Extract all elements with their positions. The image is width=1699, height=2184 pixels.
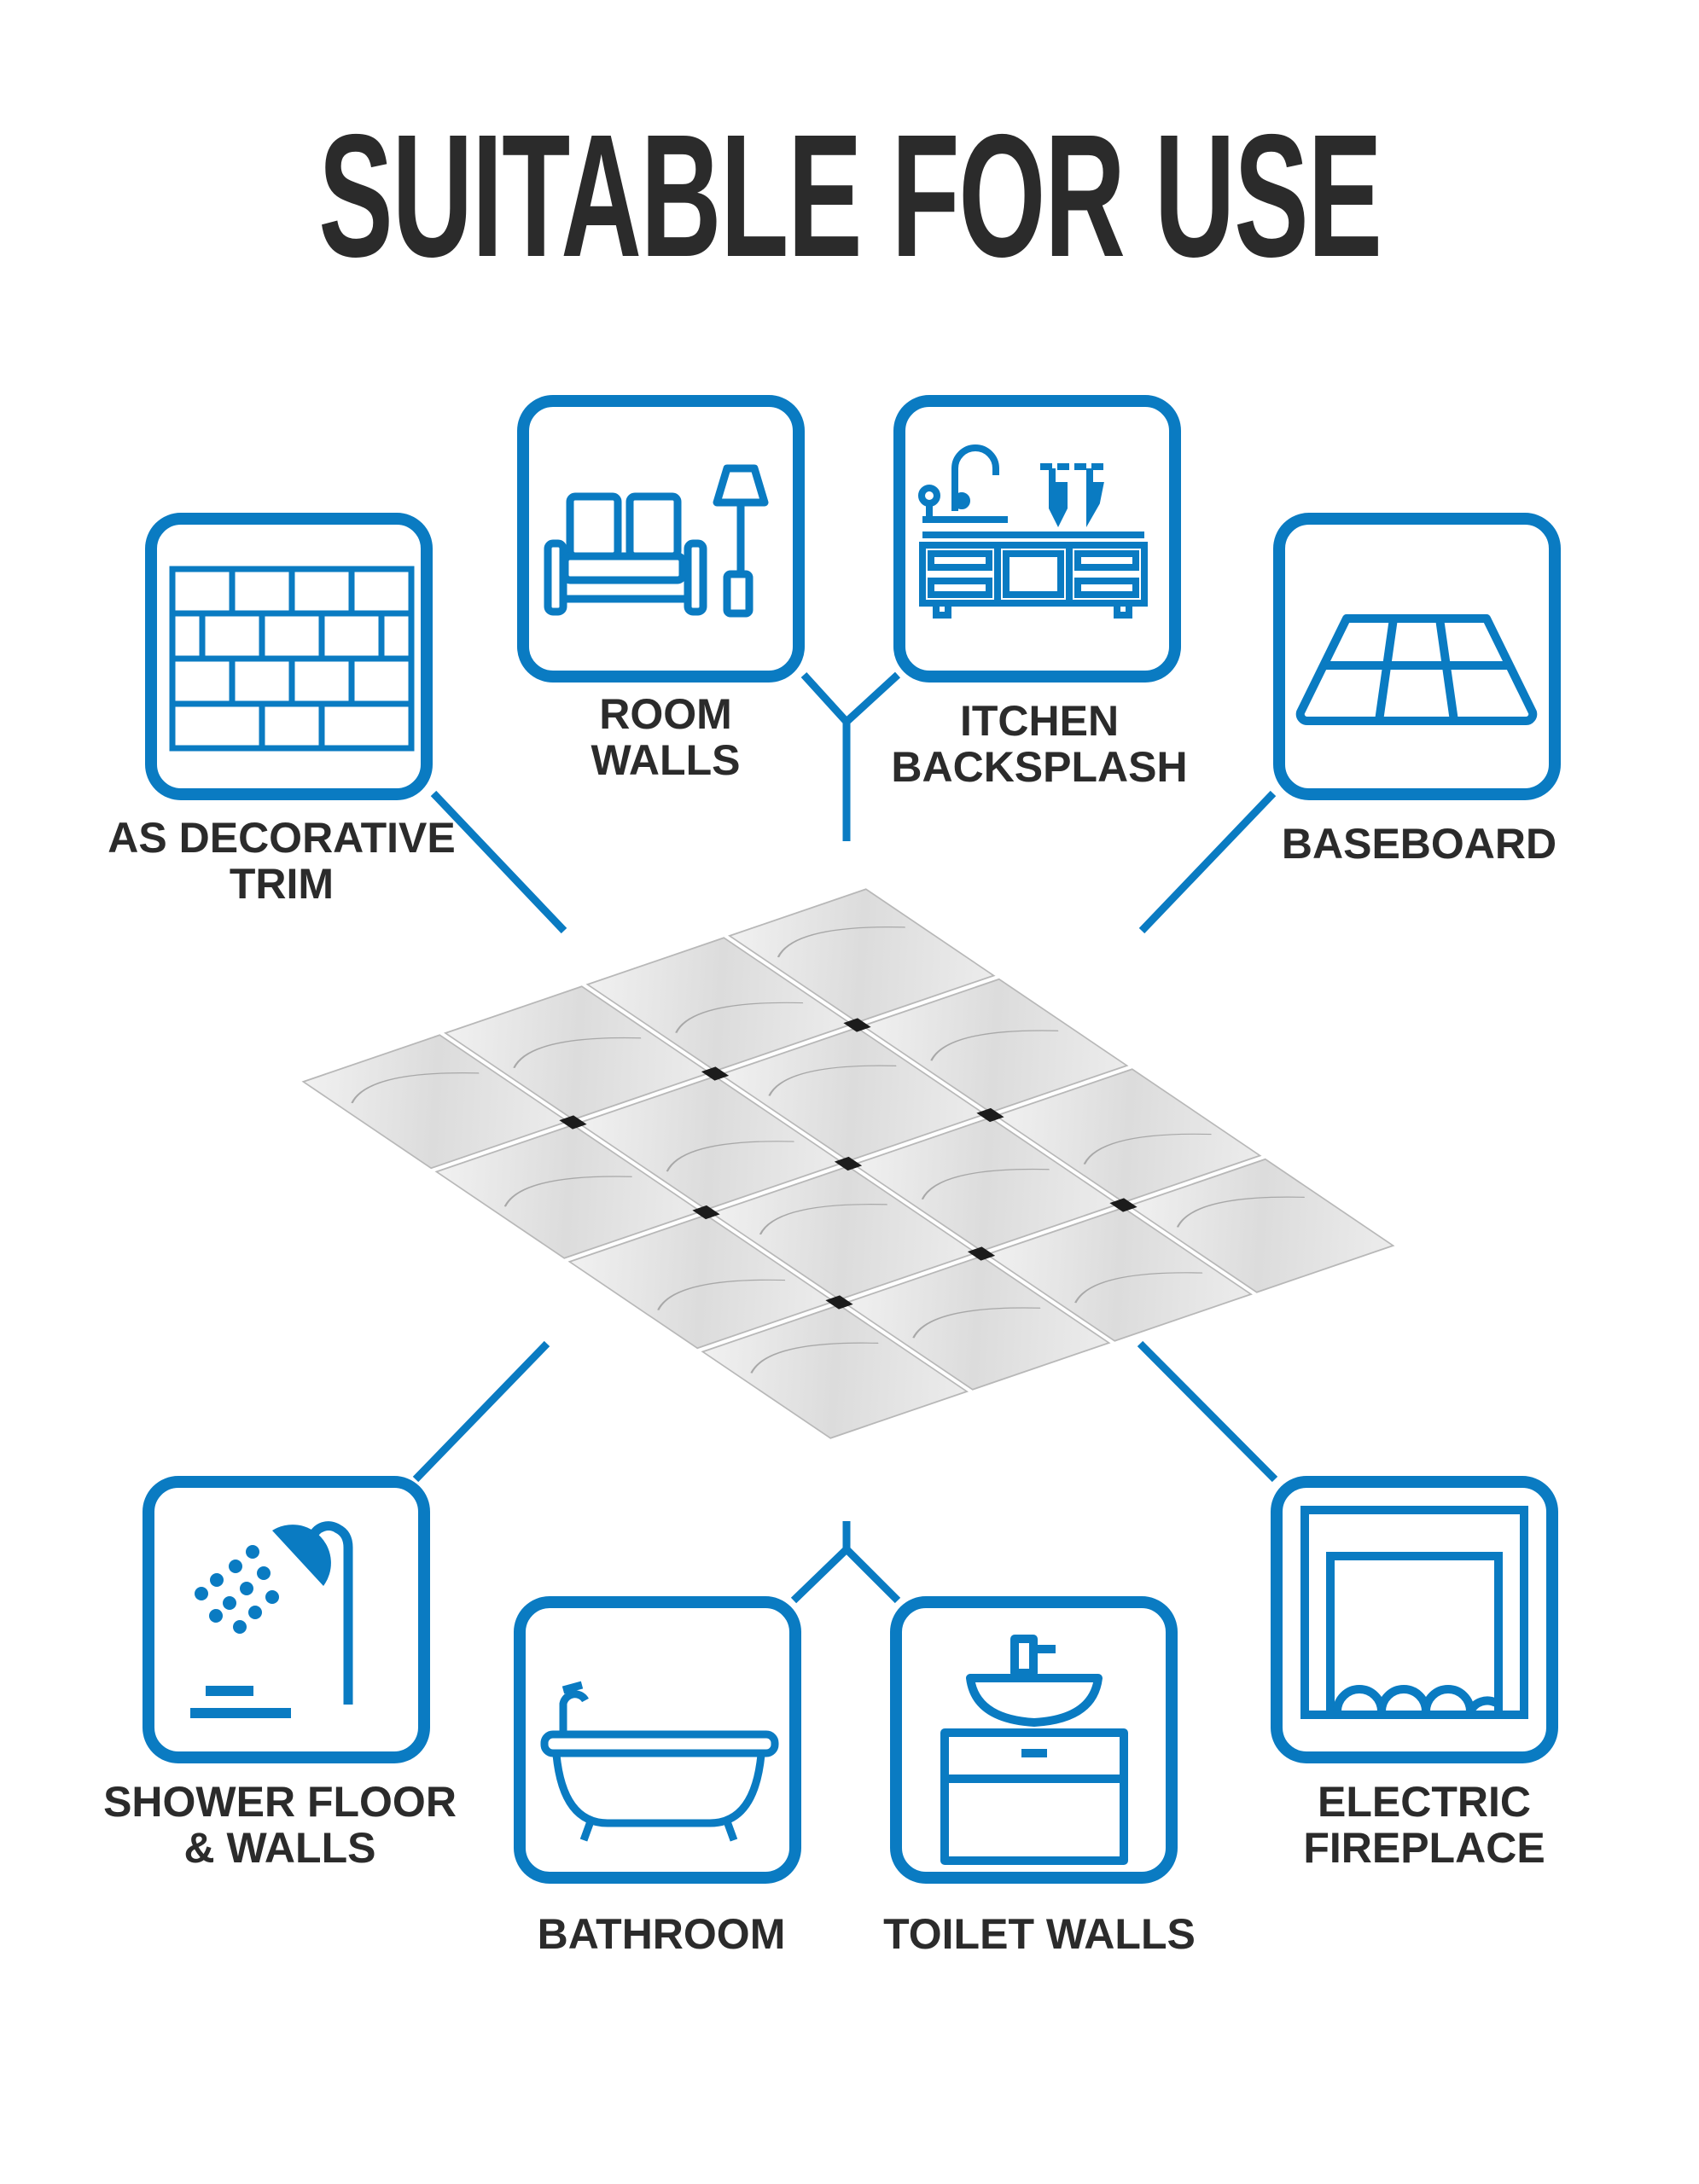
sink-vanity-icon: [940, 1635, 1128, 1865]
marble-vein: [930, 1030, 1059, 1061]
kitchen-backsplash-card: [893, 395, 1181, 682]
black-dot-insert: [976, 1107, 1004, 1123]
label-shower: SHOWER FLOOR& WALLS: [103, 1778, 457, 1872]
label-toilet-walls: TOILET WALLS: [883, 1910, 1196, 1958]
page-title: SUITABLE FOR USE: [317, 98, 1382, 293]
floor-tiles-icon: [1295, 614, 1538, 725]
marble-vein: [675, 1002, 804, 1033]
fireplace-icon: [1300, 1506, 1528, 1719]
decorative-trim-card: [145, 513, 433, 800]
baseboard-card: [1273, 513, 1561, 800]
marble-tile: [852, 1117, 1120, 1252]
marble-tile: [1127, 1158, 1395, 1293]
marble-tile: [577, 1075, 845, 1211]
connector-baseboard: [1138, 790, 1277, 934]
marble-vein: [1083, 1133, 1212, 1165]
connector-bottom-fork: [790, 1543, 901, 1604]
marble-tile: [843, 1255, 1111, 1391]
sofa-lamp-icon: [544, 464, 769, 618]
electric-fireplace-card: [1271, 1476, 1558, 1763]
connector-trim: [430, 790, 567, 934]
marble-vein: [912, 1307, 1041, 1339]
marble-tile: [567, 1214, 835, 1350]
marble-vein: [657, 1279, 786, 1310]
black-dot-insert: [701, 1066, 730, 1081]
marble-vein: [768, 1065, 897, 1096]
marble-tile: [861, 978, 1129, 1113]
black-dot-insert: [825, 1295, 853, 1310]
marble-vein: [777, 926, 905, 958]
black-dot-insert: [843, 1018, 871, 1032]
shower-icon: [190, 1521, 353, 1718]
marble-tile: [301, 1034, 569, 1170]
toilet-walls-card: [890, 1596, 1178, 1884]
marble-vein: [1176, 1196, 1305, 1228]
label-bathroom: BATHROOM: [537, 1910, 786, 1958]
marble-vein: [351, 1072, 480, 1104]
black-dot-insert: [834, 1156, 863, 1171]
marble-tile: [585, 937, 853, 1072]
black-dot-insert: [692, 1205, 720, 1220]
bathroom-card: [514, 1596, 801, 1884]
label-baseboard: BASEBOARD: [1281, 820, 1557, 868]
marble-tile: [710, 1165, 978, 1301]
marble-vein: [921, 1168, 1050, 1200]
marble-tile: [444, 985, 712, 1121]
marble-tile: [719, 1026, 986, 1162]
marble-tile: [434, 1124, 702, 1259]
marble-tile: [701, 1304, 969, 1439]
brick-wall-icon: [169, 566, 415, 752]
kitchen-counter-icon: [918, 444, 1148, 619]
marble-vein: [1074, 1272, 1203, 1304]
marble-vein: [759, 1204, 887, 1235]
bathtub-icon: [540, 1681, 779, 1842]
black-dot-insert: [967, 1246, 996, 1261]
black-dot-insert: [559, 1115, 587, 1130]
shower-card: [143, 1476, 430, 1763]
marble-vein: [513, 1037, 642, 1069]
marble-tile: [985, 1206, 1253, 1342]
black-dot-insert: [1109, 1198, 1138, 1212]
connector-fireplace: [1137, 1340, 1278, 1483]
room-walls-card: [517, 395, 805, 682]
marble-tile: [994, 1068, 1262, 1204]
marble-vein: [750, 1342, 879, 1374]
marble-tile: [728, 888, 996, 1024]
connector-shower: [412, 1340, 550, 1483]
marble-vein: [666, 1141, 794, 1172]
marble-vein: [503, 1176, 632, 1207]
